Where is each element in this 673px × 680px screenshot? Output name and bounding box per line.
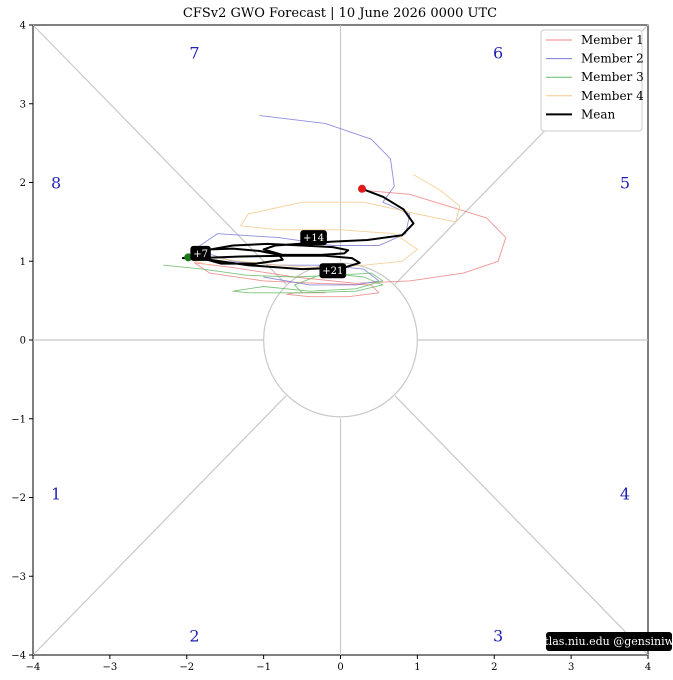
phase-labels: 1 2 3 4 5 6 7 8 bbox=[51, 44, 630, 646]
legend-label-member-3: Member 3 bbox=[581, 70, 644, 84]
x-axis-ticks: −4 −3 −2 −1 0 1 2 3 4 bbox=[26, 655, 651, 673]
legend-box bbox=[540, 29, 643, 132]
legend-label-member-2: Member 2 bbox=[581, 52, 644, 66]
phase-label-7: 7 bbox=[189, 44, 199, 63]
phase-label-6: 6 bbox=[493, 44, 503, 63]
point-markers bbox=[184, 184, 367, 262]
legend-label-mean: Mean bbox=[581, 107, 616, 121]
day-labels: +7 +14 +21 bbox=[190, 230, 347, 279]
phase-label-4: 4 bbox=[620, 485, 630, 504]
end-point-marker bbox=[184, 253, 193, 262]
x-tick-label: 4 bbox=[645, 662, 651, 673]
y-tick-label: −2 bbox=[11, 493, 26, 504]
unit-circle bbox=[263, 262, 418, 418]
legend-label-member-1: Member 1 bbox=[581, 33, 644, 47]
y-tick-label: −3 bbox=[11, 572, 26, 583]
guide-line-northwest bbox=[32, 24, 287, 285]
y-tick-label: −1 bbox=[11, 414, 26, 425]
x-tick-label: −1 bbox=[256, 662, 271, 673]
credit-text: atlas.niu.edu @gensiniwx bbox=[538, 635, 673, 648]
x-tick-label: −4 bbox=[26, 662, 41, 673]
day-label-box bbox=[190, 245, 211, 261]
series-line-member-3 bbox=[163, 264, 384, 294]
x-tick-label: 3 bbox=[568, 662, 574, 673]
x-tick-label: −3 bbox=[103, 662, 118, 673]
chart-title: CFSv2 GWO Forecast | 10 June 2026 0000 U… bbox=[183, 6, 497, 21]
series-line-member-1 bbox=[193, 189, 507, 298]
y-tick-label: 3 bbox=[20, 99, 26, 110]
day-label-box bbox=[319, 263, 347, 279]
y-tick-label: −4 bbox=[11, 651, 26, 662]
y-tick-label: 0 bbox=[20, 336, 26, 347]
day-label: +21 bbox=[322, 266, 343, 277]
y-tick-label: 2 bbox=[20, 178, 26, 189]
x-tick-label: 2 bbox=[491, 662, 497, 673]
guide-line-southeast bbox=[394, 395, 649, 656]
series-line-member-2 bbox=[193, 115, 411, 286]
guide-line-southwest bbox=[32, 395, 287, 656]
legend: Member 1 Member 2 Member 3 Member 4 Mean bbox=[540, 29, 644, 132]
phase-label-8: 8 bbox=[51, 174, 61, 193]
day-label: +14 bbox=[303, 233, 324, 244]
x-tick-label: −2 bbox=[179, 662, 194, 673]
y-tick-label: 4 bbox=[20, 21, 26, 32]
x-tick-label: 1 bbox=[414, 662, 420, 673]
x-tick-label: 0 bbox=[337, 662, 343, 673]
start-point-marker bbox=[358, 184, 367, 193]
phase-label-5: 5 bbox=[620, 174, 630, 193]
day-label: +7 bbox=[193, 249, 208, 260]
credit-background bbox=[546, 632, 672, 651]
y-tick-label: 1 bbox=[20, 257, 26, 268]
phase-label-2: 2 bbox=[189, 626, 199, 645]
legend-label-member-4: Member 4 bbox=[581, 89, 644, 103]
credit-box: atlas.niu.edu @gensiniwx bbox=[538, 632, 673, 651]
phase-label-1: 1 bbox=[51, 485, 61, 504]
phase-label-3: 3 bbox=[493, 626, 503, 645]
day-label-box bbox=[300, 230, 327, 246]
y-axis-ticks: −4 −3 −2 −1 0 1 2 3 4 bbox=[11, 21, 33, 662]
